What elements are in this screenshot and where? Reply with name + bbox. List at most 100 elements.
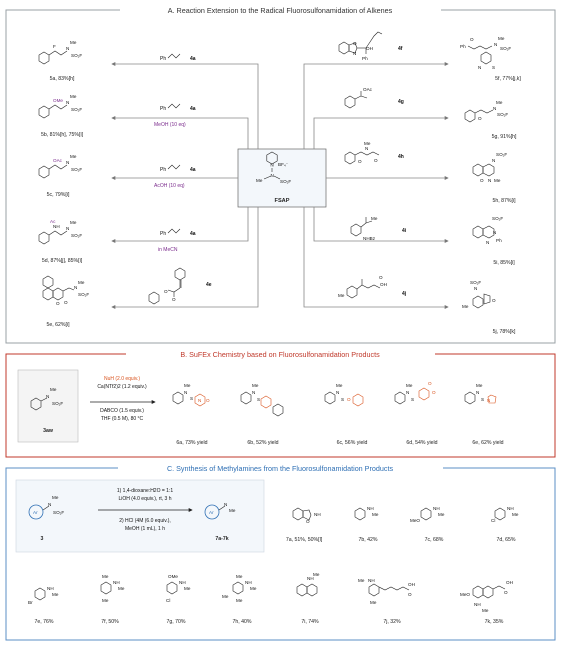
svg-text:SO₂F: SO₂F xyxy=(497,112,508,117)
section-b-products: N Me S N O N Me S N Me S O xyxy=(172,381,497,417)
svg-text:N: N xyxy=(476,390,479,395)
svg-text:7b, 42%: 7b, 42% xyxy=(358,537,377,543)
svg-text:Me: Me xyxy=(252,383,259,388)
svg-text:NH: NH xyxy=(507,506,514,511)
svg-text:SO₂F: SO₂F xyxy=(78,292,89,297)
svg-text:6d, 54% yield: 6d, 54% yield xyxy=(406,440,437,446)
svg-text:6e, 62% yield: 6e, 62% yield xyxy=(472,440,503,446)
svg-text:MeO: MeO xyxy=(460,592,470,597)
svg-text:7c, 68%: 7c, 68% xyxy=(425,537,444,543)
svg-text:Me: Me xyxy=(364,141,371,146)
left-product-labels: 5a, 83%[h] 5b, 81%[h], 75%[i] 5c, 79%[i]… xyxy=(41,76,84,328)
svg-text:NH: NH xyxy=(433,506,440,511)
section-c-row2-labels: 7e, 76% 7f, 50% 7g, 70% 7h, 40% 7i, 74% … xyxy=(34,619,503,625)
svg-text:7d, 65%: 7d, 65% xyxy=(496,537,515,543)
svg-text:N: N xyxy=(66,226,69,231)
svg-text:SO₂F: SO₂F xyxy=(53,510,64,515)
svg-text:Cl: Cl xyxy=(166,598,170,603)
svg-text:Me: Me xyxy=(229,508,236,513)
svg-text:N: N xyxy=(365,146,368,151)
svg-text:7g, 70%: 7g, 70% xyxy=(166,619,185,625)
svg-text:4h: 4h xyxy=(398,154,404,160)
svg-text:N: N xyxy=(493,230,496,235)
svg-text:OMe: OMe xyxy=(53,98,63,103)
svg-text:N: N xyxy=(487,398,490,403)
svg-text:Ph: Ph xyxy=(160,56,166,62)
svg-text:F: F xyxy=(53,44,56,49)
svg-text:MeOH (10 eq): MeOH (10 eq) xyxy=(154,122,186,128)
svg-text:N: N xyxy=(198,398,201,403)
svg-text:S: S xyxy=(492,65,495,70)
svg-text:O: O xyxy=(206,398,210,403)
svg-text:OMe: OMe xyxy=(168,574,178,579)
svg-text:O: O xyxy=(428,381,432,386)
svg-text:Me: Me xyxy=(371,216,378,221)
svg-text:Me: Me xyxy=(250,586,257,591)
svg-text:Ph: Ph xyxy=(460,44,466,49)
svg-text:Me: Me xyxy=(78,280,85,285)
right-arrows xyxy=(303,62,449,309)
svg-text:AcOH (10 eq): AcOH (10 eq) xyxy=(154,183,185,189)
svg-text:Ph: Ph xyxy=(496,238,502,243)
left-arrows xyxy=(111,62,259,309)
svg-text:MeOH (1 mL), 1 h: MeOH (1 mL), 1 h xyxy=(125,526,165,532)
svg-text:OH: OH xyxy=(380,282,387,287)
svg-text:Ph: Ph xyxy=(362,56,368,61)
svg-text:2) HCl (4M (6.0 equiv.),: 2) HCl (4M (6.0 equiv.), xyxy=(119,518,171,524)
svg-text:5i, 85%[i]: 5i, 85%[i] xyxy=(493,260,515,266)
svg-text:4a: 4a xyxy=(190,106,196,112)
svg-text:6c, 56% yield: 6c, 56% yield xyxy=(337,440,368,446)
svg-text:NHBz: NHBz xyxy=(363,236,376,241)
svg-text:O: O xyxy=(470,37,474,42)
svg-text:N: N xyxy=(270,163,273,168)
section-a: A. Reaction Extension to the Radical Flu… xyxy=(5,5,556,344)
svg-text:Me: Me xyxy=(70,40,77,45)
right-reagents: O N OH Ph 4f OAc 4g O N Me xyxy=(338,31,407,299)
svg-text:SO₂F: SO₂F xyxy=(500,46,511,51)
svg-text:Ar: Ar xyxy=(33,510,38,515)
svg-text:O: O xyxy=(480,178,484,183)
svg-text:LiOH (4.0 equiv.), rt, 3 h: LiOH (4.0 equiv.), rt, 3 h xyxy=(119,496,172,502)
svg-text:5a, 83%[h]: 5a, 83%[h] xyxy=(50,76,75,82)
svg-text:O: O xyxy=(64,300,68,305)
svg-text:S: S xyxy=(481,397,484,402)
svg-text:O: O xyxy=(374,158,378,163)
svg-text:Br: Br xyxy=(28,600,33,605)
svg-text:O: O xyxy=(306,519,310,524)
right-product-labels: 5f, 77%[j,k] 5g, 91%[h] 5h, 87%[i] 5i, 8… xyxy=(492,76,522,335)
svg-text:S: S xyxy=(341,397,344,402)
svg-text:NH: NH xyxy=(314,512,321,517)
svg-text:N: N xyxy=(224,502,227,507)
svg-text:Ac: Ac xyxy=(50,219,56,224)
svg-text:SO₂F: SO₂F xyxy=(71,53,82,58)
svg-text:THF (0.5 M), 80 °C: THF (0.5 M), 80 °C xyxy=(101,416,144,422)
svg-text:Cl: Cl xyxy=(491,518,495,523)
svg-text:SO₂F: SO₂F xyxy=(470,280,481,285)
section-c-title: C. Synthesis of Methylamines from the Fl… xyxy=(167,464,394,473)
svg-text:Me: Me xyxy=(370,600,377,605)
svg-text:NH: NH xyxy=(47,586,54,591)
svg-text:N: N xyxy=(494,42,497,47)
start-box-3aw xyxy=(17,369,79,443)
svg-text:Me: Me xyxy=(256,178,263,183)
left-product-structures: F N Me SO₂F OMe N Me SO₂F OAc N Me SO₂F xyxy=(38,40,89,306)
svg-text:N: N xyxy=(271,173,274,178)
svg-text:N: N xyxy=(406,390,409,395)
svg-text:5b, 81%[h], 75%[i]: 5b, 81%[h], 75%[i] xyxy=(41,132,84,138)
svg-text:5f, 77%[j,k]: 5f, 77%[j,k] xyxy=(495,76,521,82)
svg-text:4a: 4a xyxy=(190,56,196,62)
svg-text:Me: Me xyxy=(50,387,57,392)
section-b-labels: 6a, 73% yield 6b, 52% yield 6c, 56% yiel… xyxy=(176,440,503,446)
svg-text:7f, 50%: 7f, 50% xyxy=(101,619,119,625)
section-c-row2-structures: Br NH Me Me Me NH Me OMe Cl NH Me Me xyxy=(28,572,513,613)
svg-text:5d, 87%[j], 85%[i]: 5d, 87%[j], 85%[i] xyxy=(42,258,83,264)
svg-text:4a: 4a xyxy=(190,231,196,237)
svg-text:Me: Me xyxy=(482,608,489,613)
right-product-structures: Ph O N Me SO₂F S N O N Me SO₂F xyxy=(460,36,511,309)
svg-text:7h, 40%: 7h, 40% xyxy=(232,619,251,625)
svg-text:Me: Me xyxy=(313,572,320,577)
svg-text:SO₂F: SO₂F xyxy=(492,216,503,221)
svg-text:Me: Me xyxy=(496,100,503,105)
svg-text:7a-7k: 7a-7k xyxy=(215,536,228,542)
svg-text:5g, 91%[h]: 5g, 91%[h] xyxy=(492,134,517,140)
